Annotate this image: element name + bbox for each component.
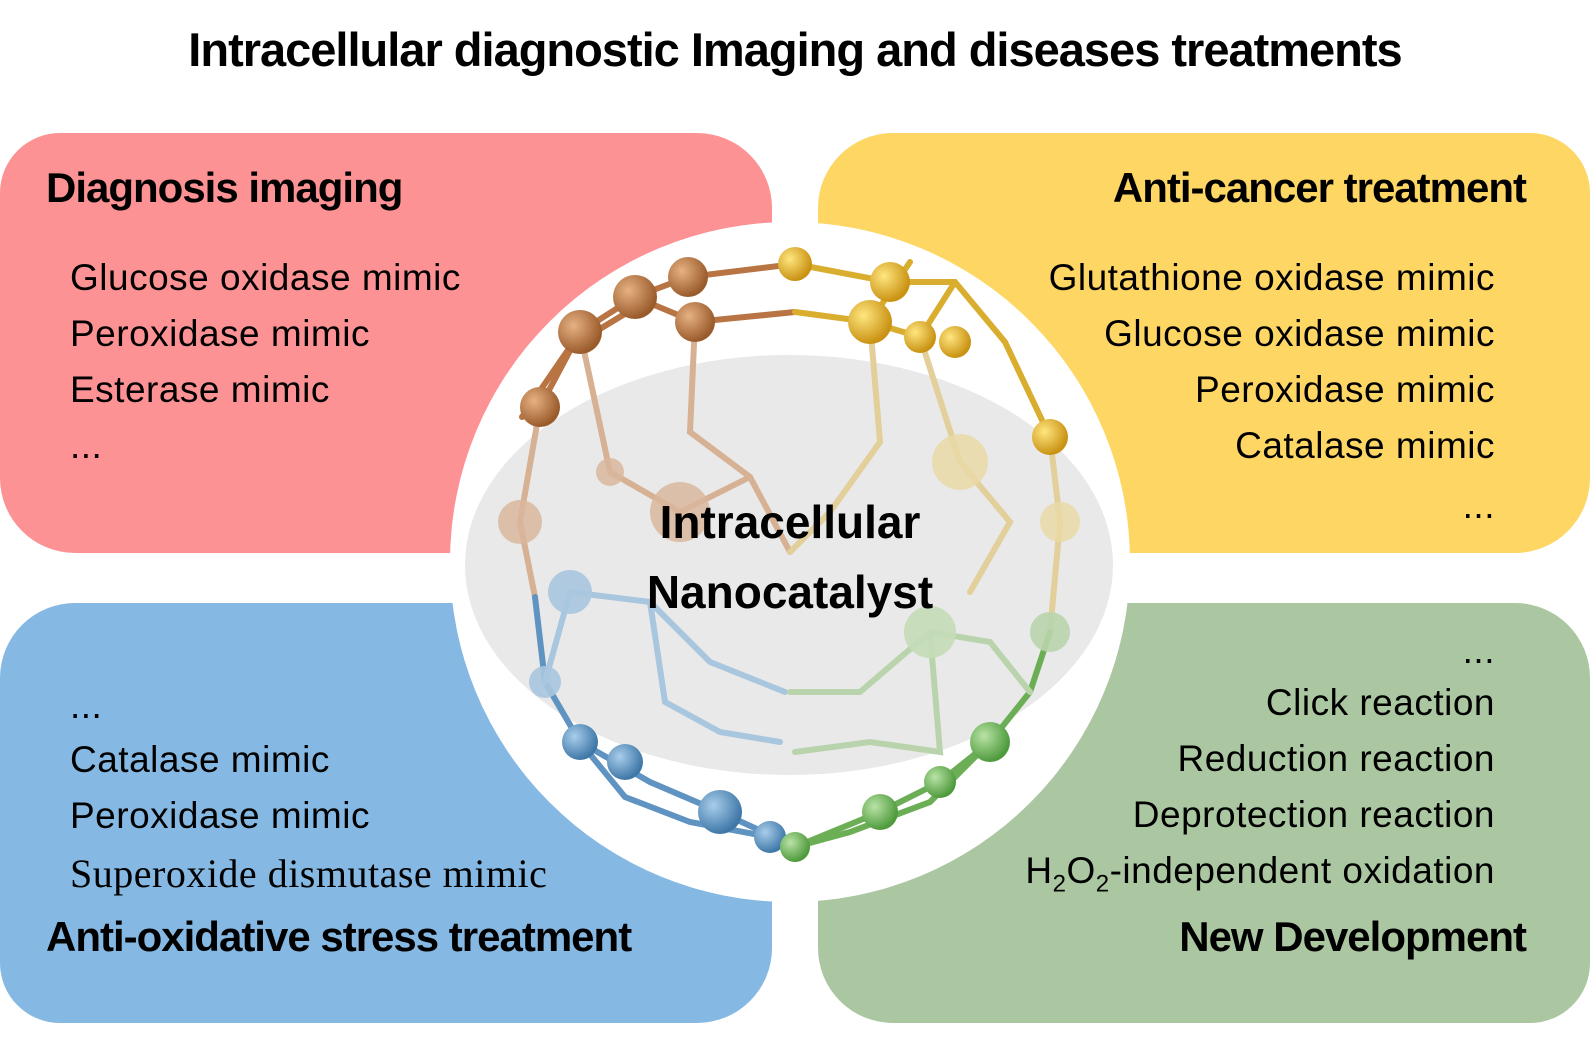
- new-development-item: Click reaction: [1265, 682, 1495, 723]
- bond-gold-faded: [917, 334, 1014, 595]
- bond-blue-faded: [647, 599, 783, 745]
- diagnosis-item: Peroxidase mimic: [70, 313, 370, 354]
- anti-cancer-item: Peroxidase mimic: [1195, 369, 1495, 410]
- atom: [924, 766, 956, 798]
- h2o2-sub: 2: [1052, 870, 1067, 898]
- anti-cancer-item: Glutathione oxidase mimic: [1048, 257, 1495, 298]
- atom: [1040, 502, 1080, 542]
- atom: [613, 275, 657, 319]
- bond-green: [792, 629, 1053, 850]
- h2o2-sub: 2: [1095, 870, 1110, 898]
- atom: [778, 247, 812, 281]
- diagnosis-imaging-heading: Diagnosis imaging: [46, 164, 403, 211]
- atom: [520, 387, 560, 427]
- bond-green-faded: [792, 629, 944, 756]
- center-label-line1: Intracellular: [659, 496, 921, 548]
- atom: [650, 482, 710, 542]
- bond-brown: [632, 294, 798, 326]
- atom: [668, 257, 708, 297]
- new-development-item: Reduction reaction: [1177, 738, 1495, 779]
- bond-gold: [792, 279, 958, 341]
- anti-oxidative-item: Catalase mimic: [70, 739, 330, 780]
- molecule-atoms: [498, 247, 1080, 862]
- anti-cancer-item: ...: [1462, 485, 1495, 526]
- anti-cancer-heading: Anti-cancer treatment: [1112, 164, 1527, 211]
- atom: [596, 458, 624, 486]
- anti-oxidative-item: Peroxidase mimic: [70, 795, 370, 836]
- atom: [548, 570, 592, 614]
- figure-title: Intracellular diagnostic Imaging and dis…: [188, 23, 1402, 76]
- atom: [904, 321, 936, 353]
- atom: [698, 790, 742, 834]
- atom: [848, 300, 892, 344]
- new-development-heading: New Development: [1179, 913, 1527, 960]
- bond-gold-faded: [787, 319, 884, 555]
- atom: [529, 666, 561, 698]
- atom: [939, 326, 971, 358]
- new-development-item: Deprotection reaction: [1132, 794, 1495, 835]
- anti-oxidative-item: ...: [70, 685, 103, 726]
- atom: [607, 744, 643, 780]
- atom: [754, 821, 786, 853]
- new-development-item: ...: [1462, 630, 1495, 671]
- center-label-line2: Nanocatalyst: [646, 566, 934, 618]
- bond-green: [792, 739, 993, 850]
- atom: [970, 722, 1010, 762]
- new-development-item-h2o2: H2O2-independent oxidation: [1025, 850, 1495, 898]
- atom: [932, 434, 988, 490]
- h2o2-o: O: [1066, 850, 1096, 891]
- atom: [870, 262, 910, 302]
- atom: [862, 794, 898, 830]
- anti-cancer-item: Catalase mimic: [1235, 425, 1495, 466]
- atom: [780, 832, 810, 862]
- diagnosis-item: Esterase mimic: [70, 369, 330, 410]
- atom: [1032, 419, 1068, 455]
- atom: [675, 302, 715, 342]
- anti-oxidative-heading: Anti-oxidative stress treatment: [46, 913, 632, 960]
- anti-oxidative-item: Superoxide dismutase mimic: [70, 851, 548, 896]
- center-ellipse: [465, 355, 1113, 775]
- atom: [498, 500, 542, 544]
- bond-brown-faded: [686, 319, 793, 555]
- nanocatalyst-molecule-icon: [498, 247, 1080, 862]
- atom: [1030, 612, 1070, 652]
- molecule-bonds: [516, 259, 1064, 850]
- anti-cancer-item: Glucose oxidase mimic: [1104, 313, 1495, 354]
- atom: [562, 724, 598, 760]
- atom: [904, 606, 956, 658]
- bond-brown-faded: [577, 329, 753, 516]
- diagnosis-item: Glucose oxidase mimic: [70, 257, 461, 298]
- h2o2-h: H: [1025, 850, 1053, 891]
- h2o2-rest: -independent oxidation: [1109, 850, 1495, 891]
- diagnosis-item: ...: [70, 425, 103, 466]
- atom: [558, 310, 602, 354]
